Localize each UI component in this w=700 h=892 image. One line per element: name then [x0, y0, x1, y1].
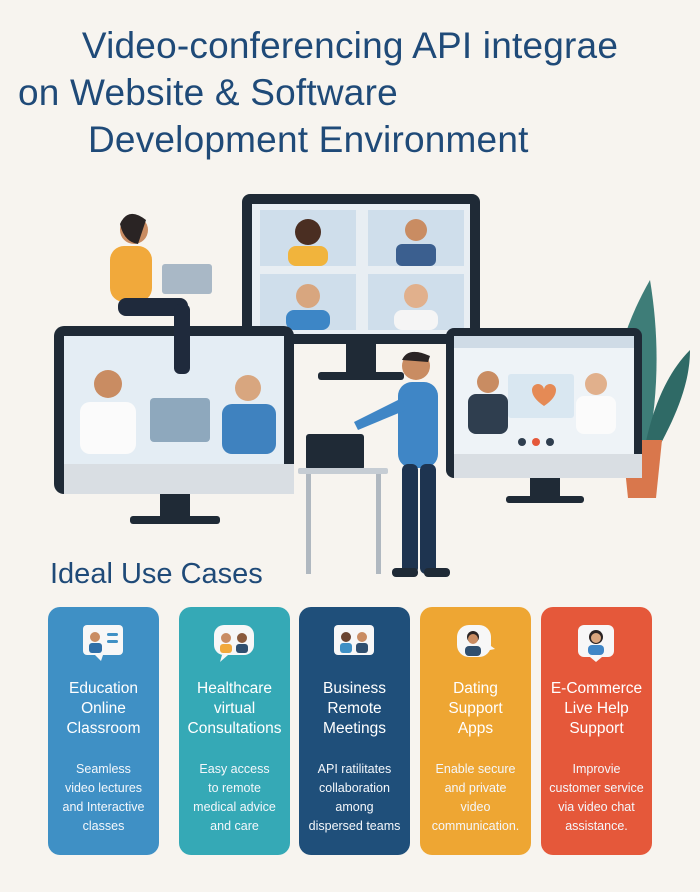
- card-title-line: Classroom: [66, 720, 141, 737]
- monitor-left: [54, 326, 294, 524]
- meeting-icon: [334, 625, 374, 655]
- title-line-1: Video-conferencing API integrae: [81, 25, 619, 66]
- card-title: Healthcare virtual Consultations: [179, 679, 290, 739]
- card-desc-line: dispersed teams: [308, 819, 401, 833]
- card-title: Dating Support Apps: [420, 679, 531, 739]
- woman-with-laptop: [110, 213, 212, 374]
- card-title-line: Apps: [457, 720, 494, 737]
- card-description: Improvie customer service via video chat…: [541, 760, 652, 836]
- card-desc-line: to remote: [208, 781, 261, 795]
- monitor-right: [446, 328, 642, 503]
- card-desc-line: communication.: [431, 819, 520, 833]
- monitor-center: [242, 194, 480, 380]
- card-desc-line: and Interactive: [62, 800, 145, 814]
- card-healthcare[interactable]: Healthcare virtual Consultations Easy ac…: [179, 607, 290, 855]
- card-title-line: Live Help: [564, 700, 629, 717]
- card-title-line: Dating: [453, 680, 498, 697]
- card-desc-line: video lectures: [64, 781, 143, 795]
- card-title: E-Commerce Live Help Support: [541, 679, 652, 739]
- card-desc-line: medical advice: [193, 800, 276, 814]
- card-title-line: Online: [81, 700, 126, 717]
- card-desc-line: and care: [210, 819, 259, 833]
- title-line-3: Development Environment: [88, 119, 529, 160]
- use-case-cards: Education Online Classroom Seamless vide…: [48, 607, 660, 855]
- card-title: Education Online Classroom: [48, 679, 159, 739]
- card-title-line: virtual: [213, 700, 256, 717]
- card-desc-line: collaboration: [319, 781, 390, 795]
- card-description: Seamless video lectures and Interactive …: [48, 760, 159, 836]
- card-desc-line: and private: [444, 781, 507, 795]
- card-title-line: Healthcare: [197, 680, 272, 697]
- card-education[interactable]: Education Online Classroom Seamless vide…: [48, 607, 159, 855]
- card-desc-line: Enable secure: [435, 762, 516, 776]
- card-description: Easy access to remote medical advice and…: [179, 760, 290, 836]
- card-description: Enable secure and private video communic…: [420, 760, 531, 836]
- standing-man: [354, 351, 450, 577]
- card-title-line: Education: [69, 680, 138, 697]
- support-agent-icon: [578, 625, 614, 662]
- consultation-icon: [214, 625, 254, 662]
- card-desc-line: Improvie: [572, 762, 621, 776]
- card-title-line: E-Commerce: [550, 680, 643, 697]
- card-desc-line: Easy access: [199, 762, 270, 776]
- card-desc-line: Seamless: [76, 762, 131, 776]
- page-title: Video-conferencing API integrae on Websi…: [0, 22, 700, 163]
- card-business[interactable]: Business Remote Meetings API ratilitates…: [299, 607, 410, 855]
- card-desc-line: via video chat: [558, 800, 635, 814]
- card-desc-line: API ratilitates: [317, 762, 392, 776]
- card-title-line: Support: [448, 700, 503, 717]
- card-dating[interactable]: Dating Support Apps Enable secure and pr…: [420, 607, 531, 855]
- card-title-line: Meetings: [323, 720, 386, 737]
- card-desc-line: classes: [82, 819, 125, 833]
- card-desc-line: assistance.: [565, 819, 628, 833]
- card-desc-line: among: [335, 800, 374, 814]
- card-title: Business Remote Meetings: [299, 679, 410, 739]
- card-ecommerce[interactable]: E-Commerce Live Help Support Improvie cu…: [541, 607, 652, 855]
- card-title-line: Consultations: [187, 720, 282, 737]
- chat-icon: [457, 625, 495, 657]
- title-line-2: on Website & Software: [18, 72, 398, 113]
- video-conference-illustration: [54, 194, 690, 577]
- card-title-line: Business: [323, 680, 386, 697]
- card-desc-line: customer service: [549, 781, 644, 795]
- section-title: Ideal Use Cases: [50, 558, 263, 590]
- classroom-icon: [83, 625, 123, 661]
- card-desc-line: video: [460, 800, 491, 814]
- card-description: API ratilitates collaboration among disp…: [299, 760, 410, 836]
- card-title-line: Remote: [327, 700, 382, 717]
- desk-with-laptop: [298, 434, 388, 574]
- card-title-line: Support: [569, 720, 624, 737]
